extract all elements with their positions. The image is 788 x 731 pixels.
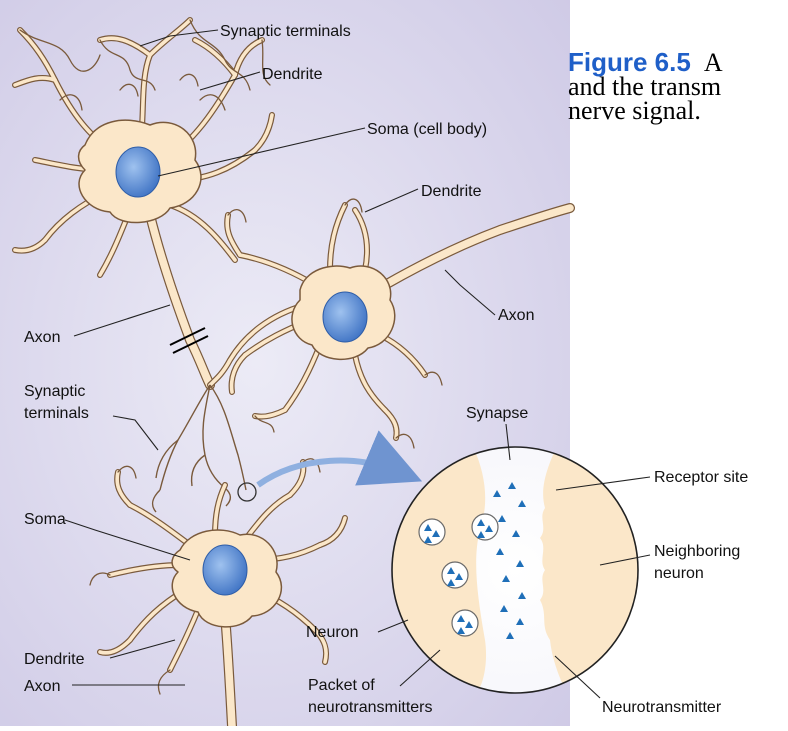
label-neuron: Neuron	[306, 624, 358, 641]
neighboring-neuron	[540, 440, 660, 700]
nucleus-top	[116, 147, 160, 197]
nucleus-bottom	[203, 545, 247, 595]
label-synaptic-terminals-left-line1: Synaptic	[24, 383, 85, 400]
label-dendrite-bottom: Dendrite	[24, 651, 85, 668]
label-neighboring-neuron-line1: Neighboring	[654, 543, 740, 560]
label-neighboring-neuron-line2: neuron	[654, 565, 704, 582]
label-synaptic-terminals-top: Synaptic terminals	[220, 23, 351, 40]
label-synapse: Synapse	[466, 405, 528, 422]
label-receptor-site: Receptor site	[654, 469, 748, 486]
label-soma: Soma	[24, 511, 66, 528]
label-axon-bottom: Axon	[24, 678, 60, 695]
label-synaptic-terminals-left-line2: terminals	[24, 405, 89, 422]
nucleus-middle	[323, 292, 367, 342]
label-axon-left: Axon	[24, 329, 60, 346]
label-axon-right: Axon	[498, 307, 534, 324]
label-soma-cell-body: Soma (cell body)	[367, 121, 487, 138]
label-packet-line1: Packet of	[308, 677, 375, 694]
figure-caption: Figure 6.5 A and the transm nerve signal…	[568, 50, 788, 123]
label-neurotransmitter: Neurotransmitter	[602, 699, 722, 716]
caption-line-3: nerve signal.	[568, 99, 788, 123]
label-dendrite-top: Dendrite	[262, 66, 323, 83]
label-packet-line2: neurotransmitters	[308, 699, 433, 716]
label-dendrite-middle: Dendrite	[421, 183, 482, 200]
